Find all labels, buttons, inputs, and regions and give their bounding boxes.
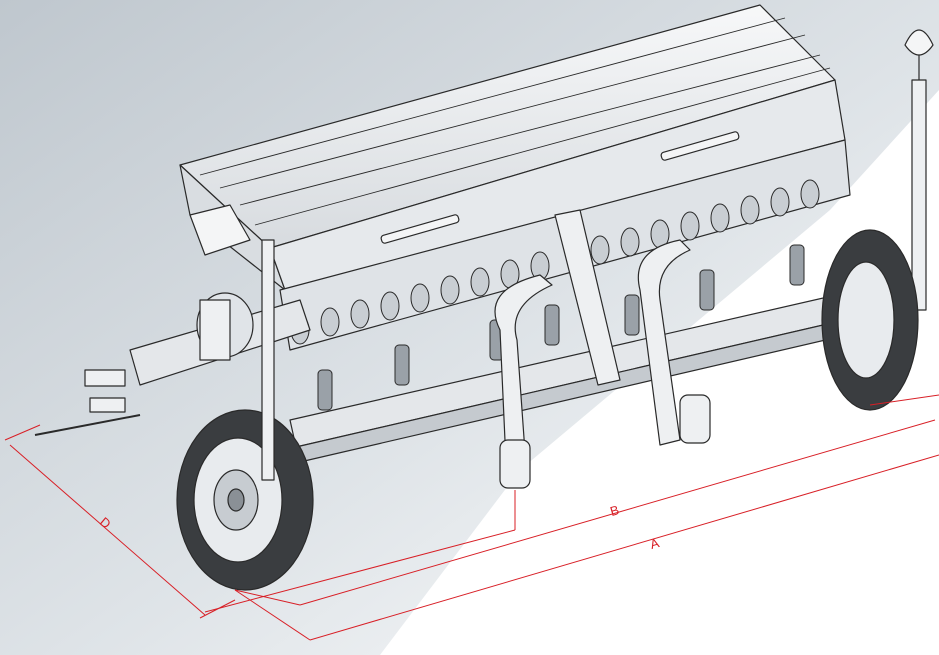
coulter-springs xyxy=(317,244,805,411)
seed-drill xyxy=(34,4,934,591)
right-marker-arm xyxy=(904,29,934,311)
dimension-b-line xyxy=(299,419,936,606)
drive-gearbox xyxy=(189,204,275,481)
dimension-d-line xyxy=(9,444,206,616)
left-wheel xyxy=(176,409,314,591)
dimension-b-label: B xyxy=(608,502,620,519)
dimension-lines xyxy=(4,394,939,641)
left-marker-arm xyxy=(34,369,141,436)
dimension-a-line xyxy=(309,454,939,641)
three-point-hitch xyxy=(494,209,711,489)
right-wheel xyxy=(821,229,919,411)
